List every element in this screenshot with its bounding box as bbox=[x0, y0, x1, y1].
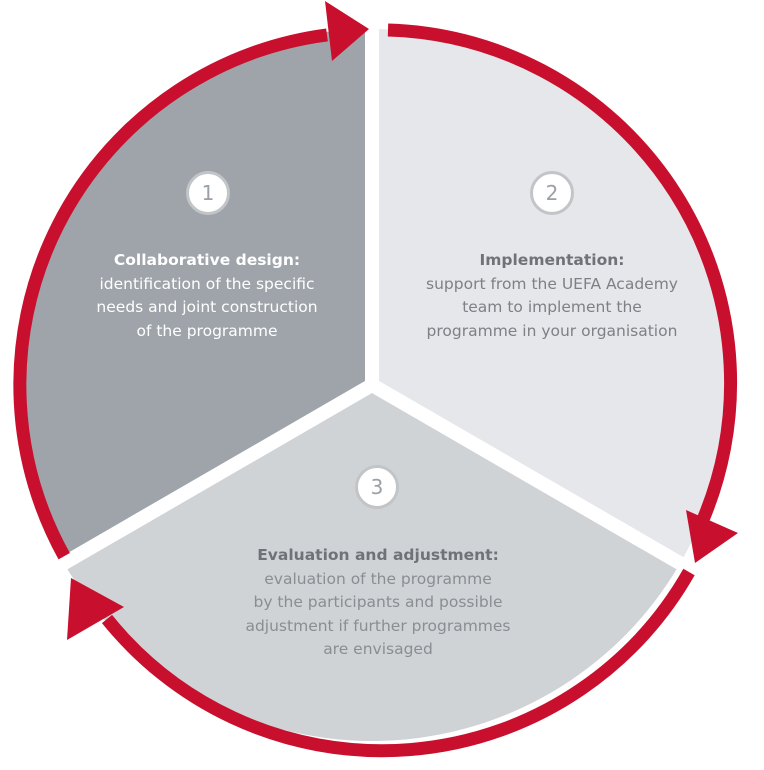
step-3-number-badge: 3 bbox=[355, 465, 399, 509]
step-3-description: evaluation of the programme by the parti… bbox=[245, 569, 511, 659]
step-1-number: 1 bbox=[202, 181, 215, 205]
arrow-head-2 bbox=[686, 510, 738, 563]
step-2-description: support from the UEFA Academy team to im… bbox=[426, 274, 678, 340]
cycle-arrows bbox=[13, 1, 738, 758]
step-3-title: Evaluation and adjustment: bbox=[257, 546, 499, 564]
segment-evaluation bbox=[63, 385, 681, 741]
step-3-number: 3 bbox=[371, 475, 384, 499]
separator-right bbox=[368, 378, 694, 576]
step-3-text: Evaluation and adjustment: evaluation of… bbox=[228, 544, 528, 662]
arc-arrow-2 bbox=[387, 23, 738, 525]
arrow-head-3 bbox=[67, 578, 124, 640]
segment-separators bbox=[50, 22, 694, 576]
step-1-number-badge: 1 bbox=[186, 171, 230, 215]
arc-arrow-3 bbox=[101, 568, 695, 758]
step-1-description: identification of the specific needs and… bbox=[96, 274, 318, 340]
step-2-title: Implementation: bbox=[479, 251, 625, 269]
step-1-title: Collaborative design: bbox=[113, 251, 301, 269]
step-1-text: Collaborative design: identification of … bbox=[57, 249, 357, 343]
arrow-head-1 bbox=[325, 1, 369, 61]
step-2-text: Implementation: support from the UEFA Ac… bbox=[402, 249, 702, 343]
step-2-number: 2 bbox=[546, 181, 559, 205]
step-2-number-badge: 2 bbox=[530, 171, 574, 215]
arc-arrow-1 bbox=[13, 28, 328, 560]
separator-left bbox=[50, 378, 376, 576]
